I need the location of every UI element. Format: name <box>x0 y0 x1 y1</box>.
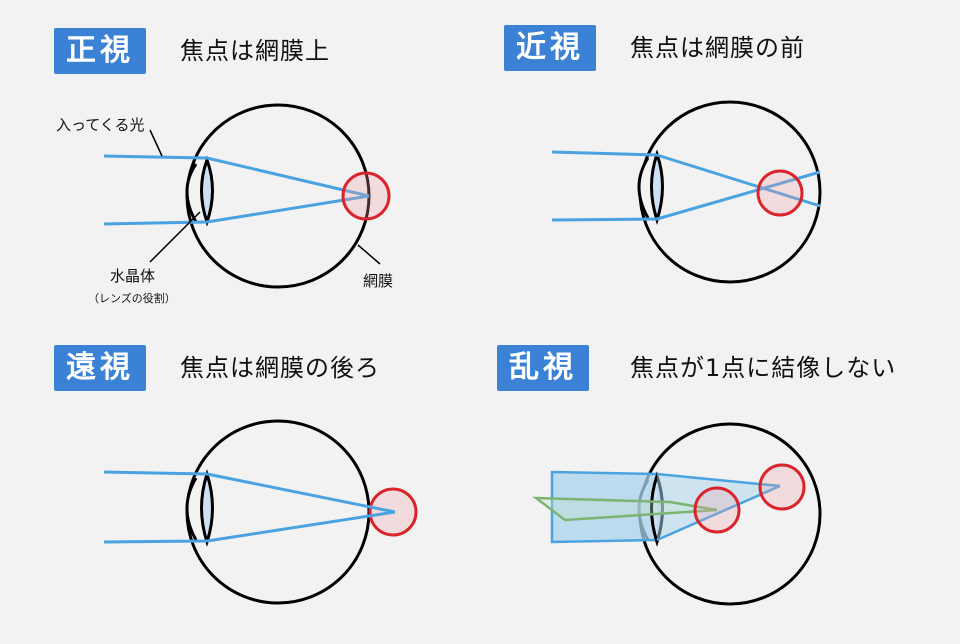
description-myopia: 焦点は網膜の前 <box>630 34 805 62</box>
badge-astigmatism: 乱視 <box>497 345 589 391</box>
label-retina: 網膜 <box>363 272 394 290</box>
panel-emmetropia: 正視 焦点は網膜上 入ってくる光 水晶体 （レンズの役割） 網膜 <box>0 0 480 322</box>
panel-myopia: 近視 焦点は網膜の前 <box>480 0 960 322</box>
badge-hyperopia: 遠視 <box>54 345 146 391</box>
description-emmetropia: 焦点は網膜上 <box>180 37 330 65</box>
panel-hyperopia: 遠視 焦点は網膜の後ろ <box>0 322 480 644</box>
badge-emmetropia: 正視 <box>54 28 146 74</box>
eye-diagram-astigmatism <box>532 422 822 606</box>
label-lens-role: （レンズの役割） <box>88 292 176 305</box>
eye-diagram-emmetropia <box>103 103 391 289</box>
eye-diagram-hyperopia <box>103 419 418 605</box>
eye-diagram-myopia <box>551 100 822 284</box>
label-incoming-light: 入ってくる光 <box>56 116 145 134</box>
badge-myopia: 近視 <box>504 25 596 71</box>
label-crystalline-lens: 水晶体 <box>110 267 156 285</box>
description-hyperopia: 焦点は網膜の後ろ <box>180 354 380 382</box>
panel-astigmatism: 乱視 焦点が1点に結像しない <box>480 322 960 644</box>
description-astigmatism: 焦点が1点に結像しない <box>630 354 897 382</box>
